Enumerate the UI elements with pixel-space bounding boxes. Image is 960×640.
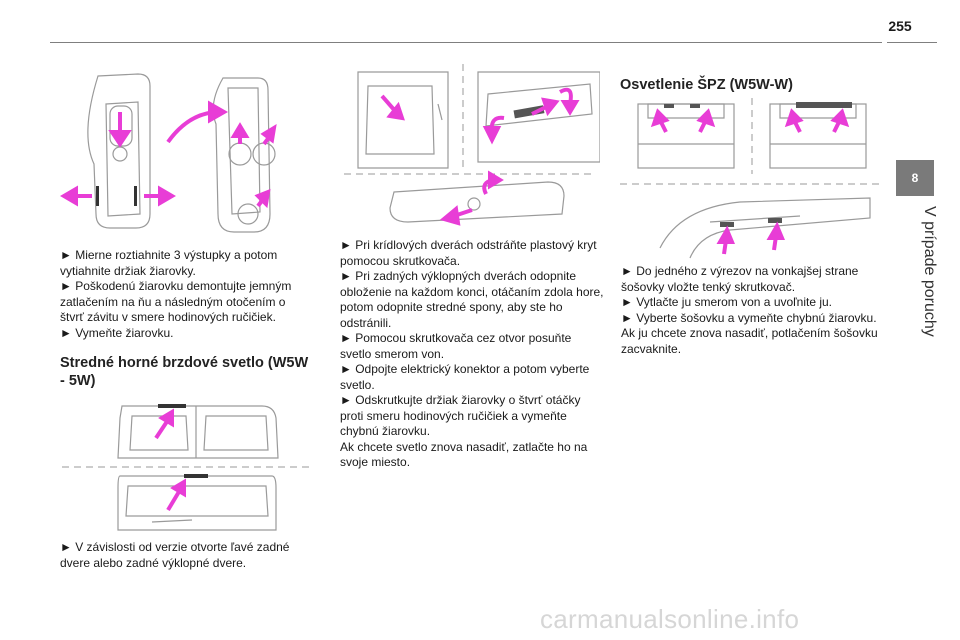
instruction-step: Ak ju chcete znova nasadiť, potlačením š… xyxy=(621,326,878,356)
instruction-step: ► Odskrutkujte držiak žiarovky o štvrť o… xyxy=(340,393,581,438)
instruction-step: ► Pri zadných výklopných dverách odopnit… xyxy=(340,269,604,330)
col3-instructions: ► Do jedného z výrezov na vonkajšej stra… xyxy=(621,264,883,357)
instruction-step: ► Pri krídlových dverách odstráňte plast… xyxy=(340,238,597,268)
instruction-step: ► Do jedného z výrezov na vonkajšej stra… xyxy=(621,264,859,294)
col2-instructions: ► Pri krídlových dverách odstráňte plast… xyxy=(340,238,604,471)
page-number: 255 xyxy=(888,18,912,34)
brake-light-heading: Stredné horné brzdové svetlo (W5W - 5W) xyxy=(60,355,309,389)
col1-note: ► V závislosti od verzie otvorte ľavé za… xyxy=(60,540,290,570)
license-plate-light-illustration xyxy=(620,98,884,259)
instruction-step: ► Vymeňte žiarovku. xyxy=(60,325,174,340)
instruction-step: ► Odpojte elektrický konektor a potom vy… xyxy=(340,362,590,392)
watermark: carmanualsonline.info xyxy=(540,604,800,634)
third-brake-light-illustration xyxy=(344,64,600,226)
instruction-step: ► Mierne roztiahnite 3 výstupky a potom … xyxy=(60,248,278,278)
instruction-step: ► Vyberte šošovku a vymeňte chybnú žiaro… xyxy=(621,310,877,325)
bulb-holder-illustration xyxy=(60,73,277,233)
instruction-step: ► Poškodenú žiarovku demontujte jemným z… xyxy=(60,279,292,324)
chapter-title: V prípade poruchy xyxy=(921,206,938,337)
instruction-step: ► Vytlačte ju smerom von a uvoľnite ju. xyxy=(621,295,833,309)
rear-doors-illustration xyxy=(62,404,312,531)
col1-instructions: ► Mierne roztiahnite 3 výstupky a potom … xyxy=(60,248,312,341)
instruction-step: ► Pomocou skrutkovača cez otvor posuňte … xyxy=(340,331,572,361)
chapter-number-box[interactable]: 8 xyxy=(896,160,934,196)
chapter-side-tab: 8 V prípade poruchy xyxy=(887,0,960,640)
side-rule xyxy=(887,42,937,43)
instruction-step: Ak chcete svetlo znova nasadiť, zatlačte… xyxy=(340,439,588,470)
header-rule xyxy=(50,42,882,43)
license-plate-heading: Osvetlenie ŠPZ (W5W-W) xyxy=(620,77,793,93)
